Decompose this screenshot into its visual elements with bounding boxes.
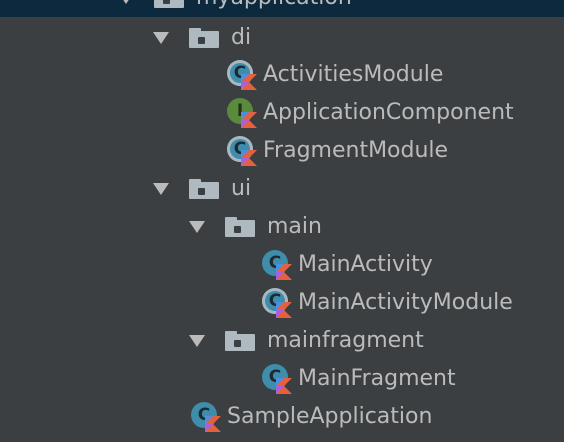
tree-item-fragmentmodule[interactable]: C FragmentModule [0, 132, 564, 170]
tree-item-mainfragment[interactable]: mainfragment [0, 322, 564, 360]
tree-item-activitiesmodule[interactable]: C ActivitiesModule [0, 56, 564, 94]
kotlin-class-icon: C [227, 136, 257, 166]
kotlin-class-icon: C [262, 288, 292, 318]
tree-item-label: main [267, 214, 322, 239]
package-folder-icon [189, 28, 219, 48]
tree-item-mainfragment-class[interactable]: C MainFragment [0, 360, 564, 398]
expand-arrow-icon[interactable] [189, 335, 205, 347]
package-folder-icon [225, 217, 255, 237]
tree-item-main[interactable]: main [0, 208, 564, 246]
tree-item-myapplication[interactable]: myapplication [0, 0, 564, 17]
kotlin-class-icon: C [262, 364, 292, 394]
tree-item-label: ActivitiesModule [263, 62, 444, 87]
kotlin-class-icon: C [227, 60, 257, 90]
package-folder-icon [154, 0, 184, 8]
tree-item-label: mainfragment [267, 328, 424, 353]
tree-item-mainactivitymodule[interactable]: C MainActivityModule [0, 284, 564, 322]
expand-arrow-icon[interactable] [118, 0, 134, 4]
expand-arrow-icon[interactable] [189, 221, 205, 233]
tree-item-mainactivity[interactable]: C MainActivity [0, 246, 564, 284]
tree-item-sampleapplication[interactable]: C SampleApplication [0, 398, 564, 436]
kotlin-interface-icon: I [227, 98, 257, 128]
tree-item-label: di [231, 25, 252, 50]
tree-item-label: ApplicationComponent [263, 100, 514, 125]
package-folder-icon [225, 331, 255, 351]
package-folder-icon [189, 179, 219, 199]
tree-item-label: ui [231, 176, 252, 201]
tree-item-di[interactable]: di [0, 19, 564, 57]
tree-item-applicationcomponent[interactable]: I ApplicationComponent [0, 94, 564, 132]
tree-item-label: FragmentModule [263, 138, 449, 163]
kotlin-class-icon: C [191, 402, 221, 432]
tree-item-label: myapplication [196, 0, 352, 17]
tree-item-label: SampleApplication [227, 404, 433, 429]
kotlin-class-icon: C [262, 250, 292, 280]
tree-item-label: MainActivity [298, 252, 433, 277]
expand-arrow-icon[interactable] [153, 32, 169, 44]
tree-item-label: MainActivityModule [298, 290, 513, 315]
expand-arrow-icon[interactable] [153, 183, 169, 195]
tree-item-label: MainFragment [298, 366, 456, 391]
tree-item-ui[interactable]: ui [0, 170, 564, 208]
